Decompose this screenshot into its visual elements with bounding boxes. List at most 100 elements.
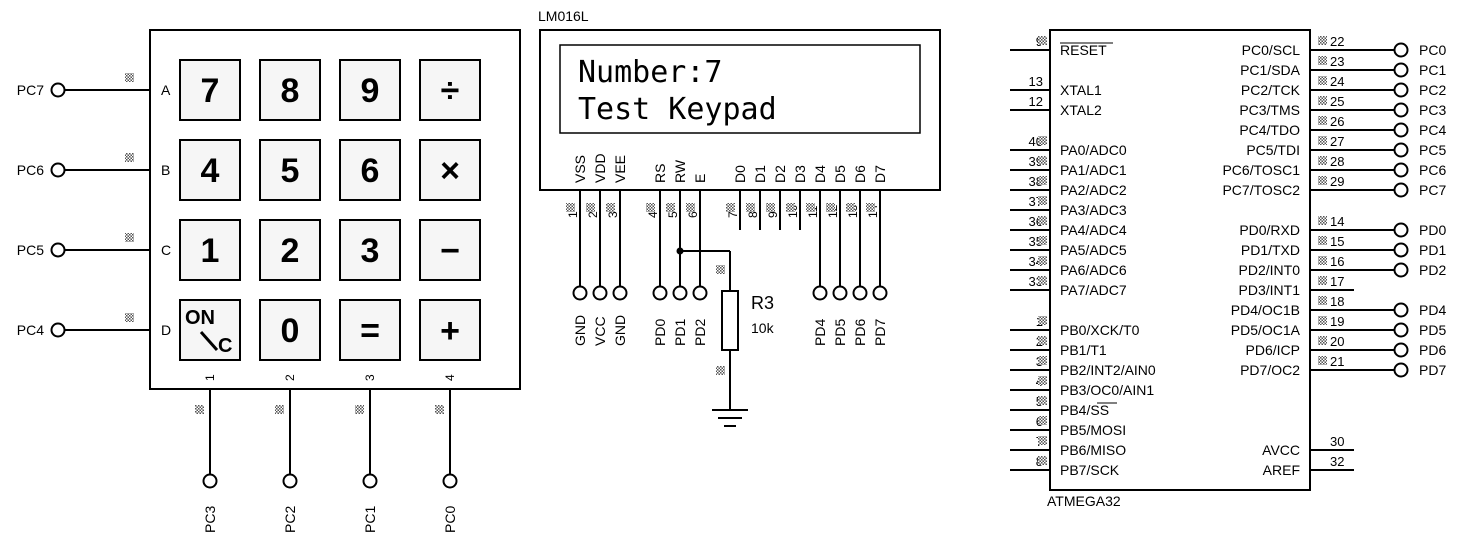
key-label: 2	[281, 232, 300, 270]
key-label: −	[440, 232, 460, 270]
row-pin-marker	[125, 233, 134, 242]
mcu-right-pin-marker	[1318, 56, 1327, 65]
lcd-pin-name: D0	[732, 165, 748, 183]
mcu-left-pin-number: 12	[1029, 94, 1043, 109]
key-label: 5	[281, 152, 300, 190]
lcd-pin-marker	[586, 203, 595, 212]
col-number: 4	[443, 374, 457, 381]
mcu-right-pin-marker	[1318, 96, 1327, 105]
col-net-label: PC2	[282, 506, 298, 533]
resistor-name: R3	[751, 293, 774, 313]
mcu-terminal	[1393, 122, 1409, 138]
lcd-terminal	[672, 285, 688, 301]
mcu-right-pin-marker	[1318, 116, 1327, 125]
mcu-terminal	[1393, 342, 1409, 358]
mcu-name: ATMEGA32	[1047, 493, 1121, 509]
key-label: 6	[361, 152, 380, 190]
mcu-right-pin-name: PD0/RXD	[1239, 222, 1300, 238]
lcd-pin-name: D5	[832, 165, 848, 183]
mcu-terminal	[1393, 82, 1409, 98]
mcu-right-pin-name: PD6/ICP	[1246, 342, 1300, 358]
lcd-pin-marker	[826, 203, 835, 212]
mcu-right-pin-name: AVCC	[1262, 442, 1300, 458]
mcu-net-label: PD0	[1419, 222, 1446, 238]
mcu-right-pin-name: PD5/OC1A	[1231, 322, 1301, 338]
mcu-left-pin-name: PA1/ADC1	[1060, 162, 1127, 178]
mcu-right-pin-number: 16	[1330, 254, 1344, 269]
lcd-pin-number: 6	[686, 211, 700, 218]
mcu-right-pin-number: 21	[1330, 354, 1344, 369]
mcu-left-pin-marker	[1038, 236, 1047, 245]
mcu-right-pin-name: PD2/INT0	[1239, 262, 1301, 278]
lcd-line-2: Test Keypad	[578, 92, 777, 127]
mcu-right-pin-number: 20	[1330, 334, 1344, 349]
mcu-terminal	[1393, 262, 1409, 278]
mcu-right-pin-name: PD1/TXD	[1241, 242, 1300, 258]
mcu-terminal	[1393, 362, 1409, 378]
mcu-left-pin-number: 13	[1029, 74, 1043, 89]
col-pin-marker	[435, 405, 444, 414]
col-terminal	[362, 473, 378, 489]
row-net-label: PC5	[17, 242, 44, 258]
mcu-left-pin-marker	[1038, 456, 1047, 465]
mcu-left-pin-marker	[1038, 316, 1047, 325]
mcu-net-label: PC0	[1419, 42, 1446, 58]
lcd-terminal	[812, 285, 828, 301]
mcu-right-pin-name: PD4/OC1B	[1231, 302, 1300, 318]
res-pin-marker	[716, 265, 725, 274]
lcd-net-label: PD1	[672, 319, 688, 346]
lcd-pin-marker	[726, 203, 735, 212]
mcu-left-pin-name: PB4/SS	[1060, 402, 1109, 418]
key-button	[259, 219, 321, 281]
mcu-left-pin-name: PA7/ADC7	[1060, 282, 1127, 298]
key-label: 0	[281, 312, 300, 350]
lcd-pin-marker	[786, 203, 795, 212]
lcd-pin-number: 5	[666, 211, 680, 218]
key-label: =	[360, 312, 380, 350]
mcu-right-pin-number: 26	[1330, 114, 1344, 129]
mcu-left-pin-marker	[1038, 436, 1047, 445]
mcu-right-pin-name: PC7/TOSC2	[1222, 182, 1300, 198]
mcu-net-label: PD6	[1419, 342, 1446, 358]
mcu-left-pin-name: PA3/ADC3	[1060, 202, 1127, 218]
lcd-pin-name: D2	[772, 165, 788, 183]
mcu-left-pin-name: PB0/XCK/T0	[1060, 322, 1140, 338]
mcu-net-label: PD2	[1419, 262, 1446, 278]
lcd-pin-name: RW	[672, 159, 688, 183]
mcu-body	[1049, 29, 1311, 491]
mcu-left-pin-marker	[1038, 396, 1047, 405]
lcd-pin-number: 9	[766, 211, 780, 218]
lcd-net-label: PD6	[852, 319, 868, 346]
key-button	[259, 59, 321, 121]
mcu-left-pin-name: PB5/MOSI	[1060, 422, 1126, 438]
key-button	[259, 299, 321, 361]
mcu-net-label: PD7	[1419, 362, 1446, 378]
key-slash	[199, 331, 219, 351]
mcu-right-pin-name: PC6/TOSC1	[1222, 162, 1300, 178]
mcu-right-pin-number: 32	[1330, 454, 1344, 469]
mcu-right-pin-marker	[1318, 36, 1327, 45]
mcu-right-pin-marker	[1318, 316, 1327, 325]
key-button	[179, 59, 241, 121]
mcu-right-pin-marker	[1318, 136, 1327, 145]
mcu-net-label: PC4	[1419, 122, 1446, 138]
lcd-pin-name: VDD	[592, 153, 608, 183]
row-net-label: PC6	[17, 162, 44, 178]
lcd-pin-name: E	[692, 174, 708, 183]
lcd-terminal	[612, 285, 628, 301]
key-label: 7	[201, 72, 220, 110]
lcd-pin-name: VEE	[612, 155, 628, 183]
lcd-pin-marker	[686, 203, 695, 212]
mcu-net-label: PC3	[1419, 102, 1446, 118]
key-label: ×	[440, 152, 460, 190]
mcu-left-pin-name: PA4/ADC4	[1060, 222, 1127, 238]
mcu-left-pin-name: RESET	[1060, 42, 1107, 58]
key-button	[179, 139, 241, 201]
lcd-pin-name: D7	[872, 165, 888, 183]
lcd-pin-number: 4	[646, 211, 660, 218]
mcu-left-pin-name: PB6/MISO	[1060, 442, 1126, 458]
mcu-left-pin-marker	[1038, 356, 1047, 365]
lcd-pin-name: D6	[852, 165, 868, 183]
